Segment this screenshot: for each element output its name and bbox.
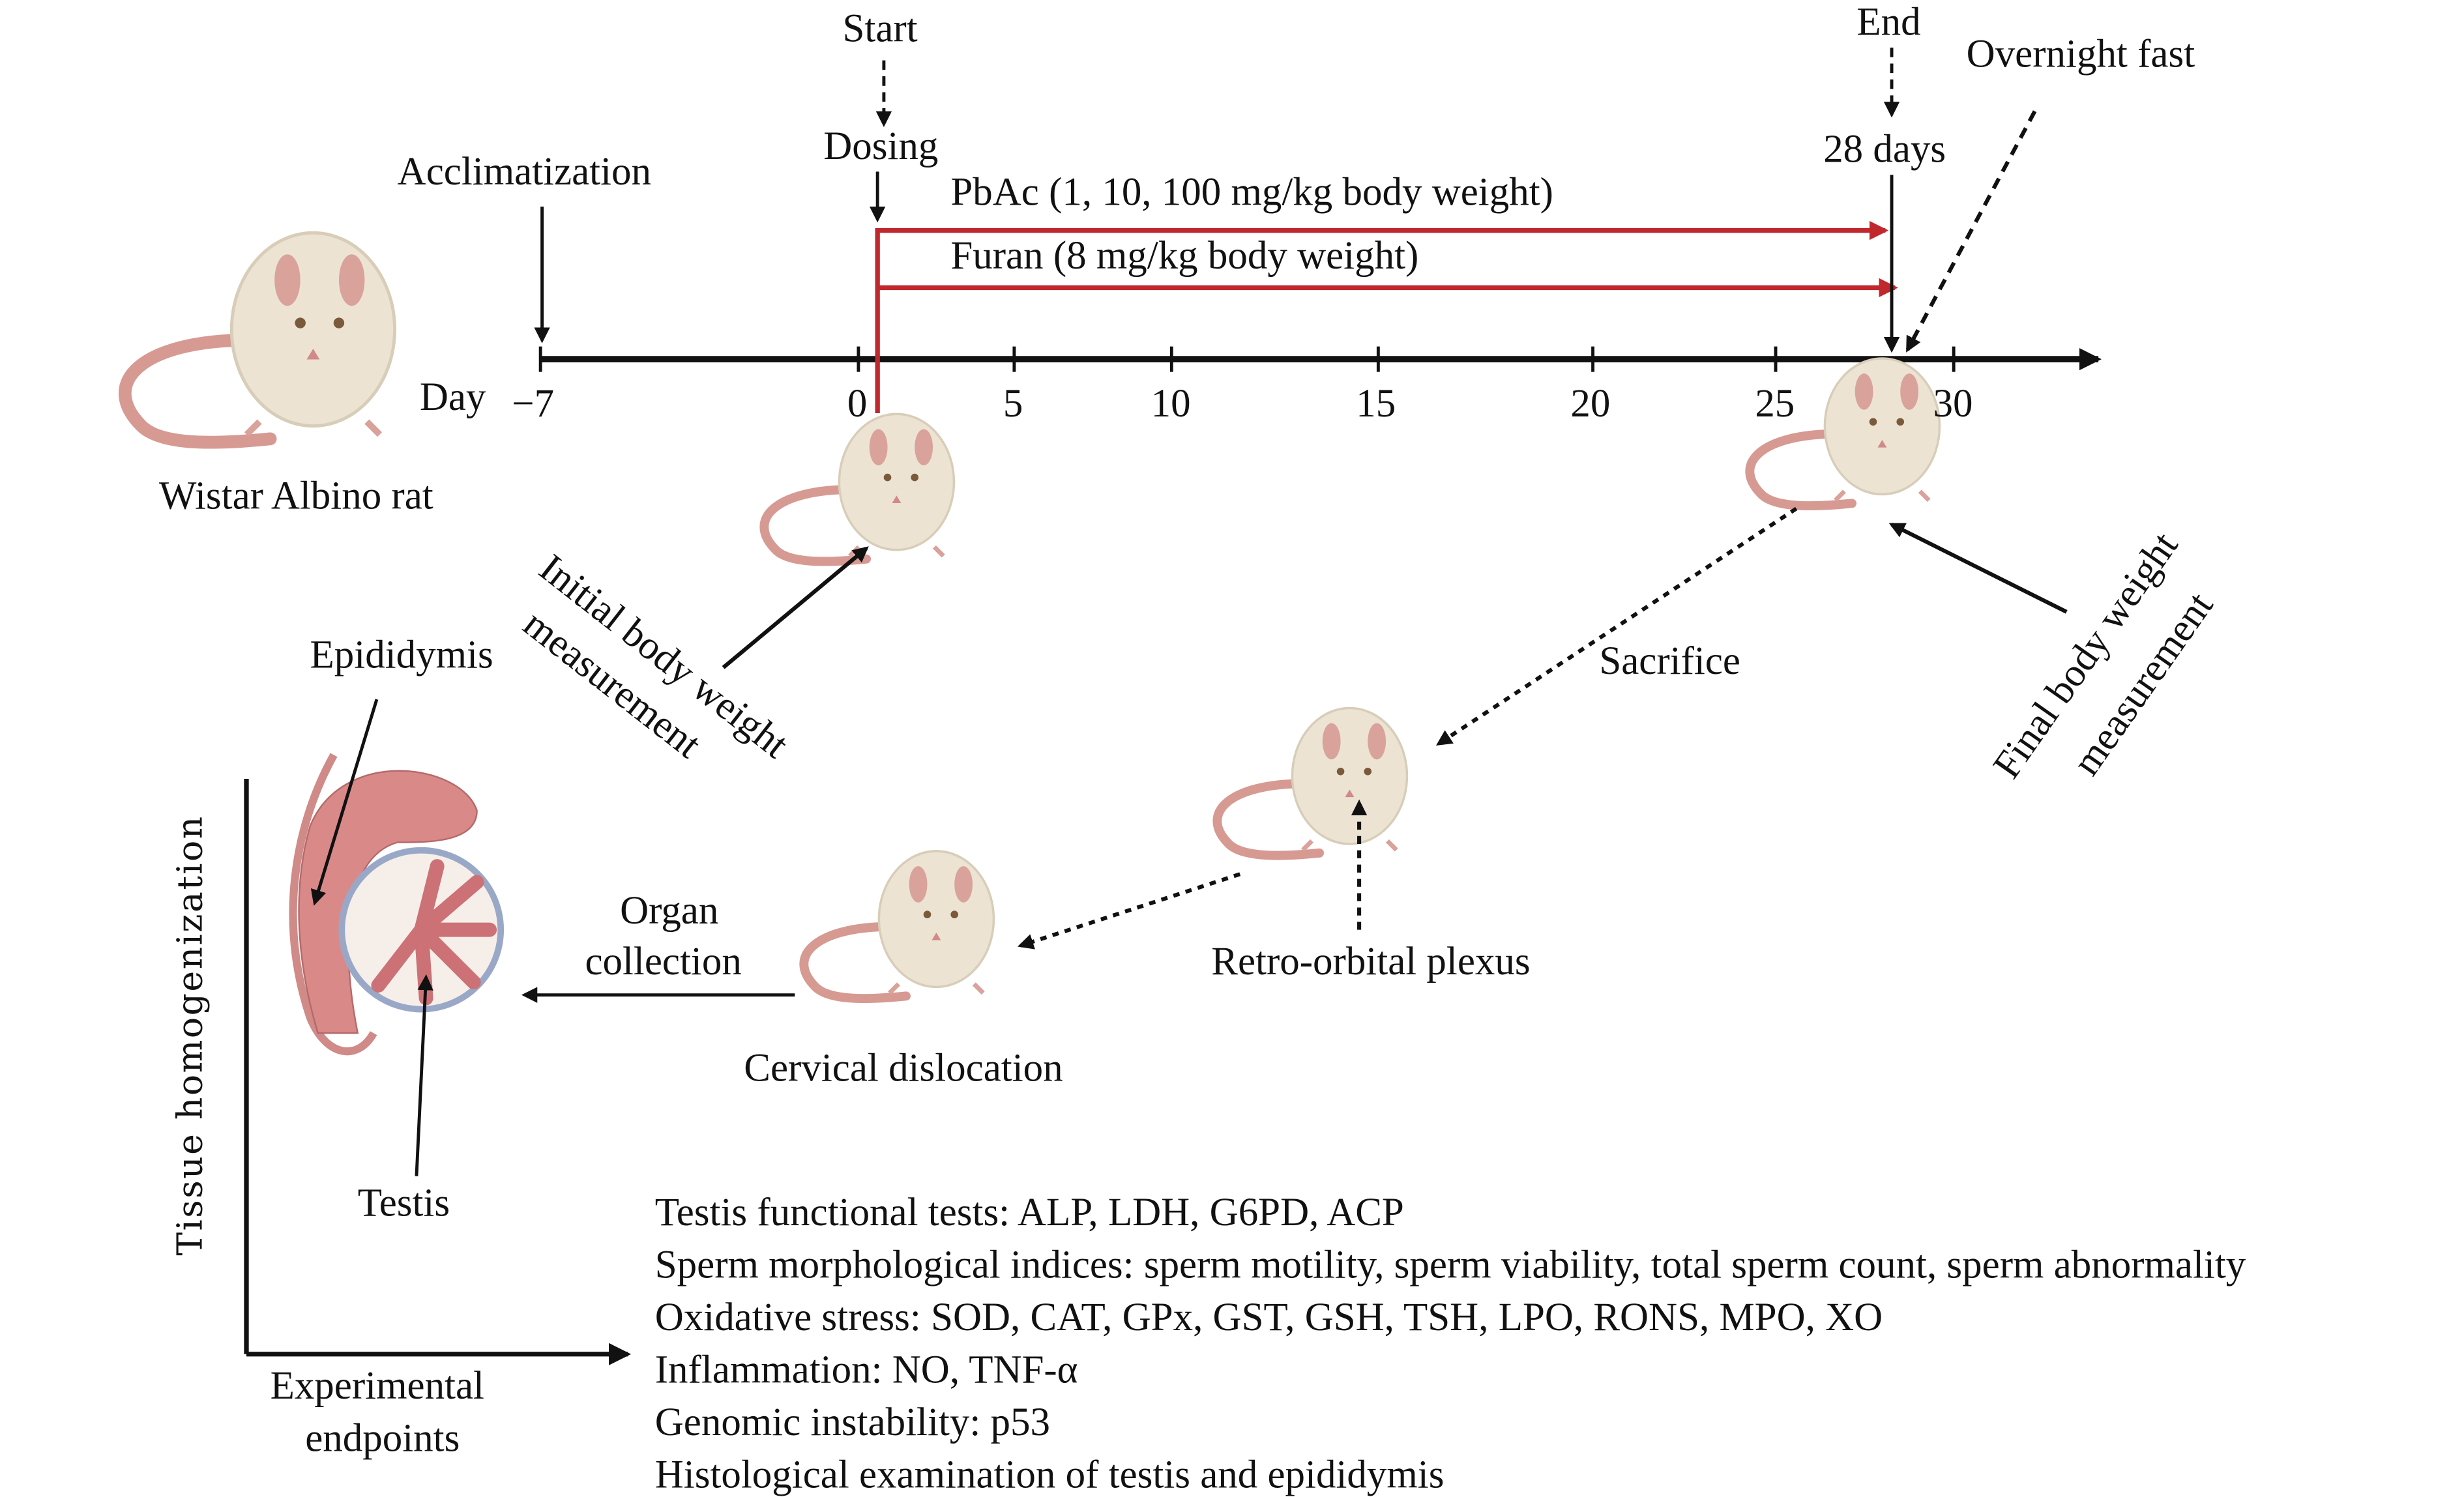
pbac-bar <box>875 220 1889 414</box>
endpoint-item: Genomic instability: p53 <box>654 1401 1050 1445</box>
cervical-rat-image <box>804 851 993 998</box>
pbac-label: PbAc (1, 10, 100 mg/kg body weight) <box>950 171 1553 215</box>
overnight-fast-arrow <box>1905 110 2037 353</box>
epididymis-arrow <box>310 699 379 906</box>
initial-rat-image <box>764 414 954 561</box>
organ-collection-label-1: Organ <box>620 890 719 933</box>
end-label: End <box>1856 1 1921 45</box>
start-label: Start <box>842 8 918 51</box>
furan-label: Furan (8 mg/kg body weight) <box>950 235 1419 278</box>
initial-weight-arrow <box>722 546 869 669</box>
final-weight-arrow <box>1888 523 2068 614</box>
tissue-homogenization-label: Tissue homogenization <box>171 815 212 1256</box>
duration-label: 28 days <box>1823 128 1946 172</box>
sacrifice-rat-image <box>1217 708 1407 855</box>
endpoint-item: Inflammation: NO, TNF-α <box>654 1349 1078 1393</box>
cervical-label: Cervical dislocation <box>744 1047 1063 1090</box>
day-label: Day <box>419 376 486 420</box>
epididymis-label: Epididymis <box>310 634 493 677</box>
final-rat-image <box>1750 358 1939 506</box>
organ-collection-label-2: collection <box>585 940 742 984</box>
tick-label: 25 <box>1755 383 1795 426</box>
sacrifice-label: Sacrifice <box>1599 640 1740 684</box>
tick-label: 15 <box>1356 383 1396 426</box>
retro-orbital-label: Retro-orbital plexus <box>1211 940 1531 984</box>
cervical-arrow <box>1018 872 1241 950</box>
sacrifice-arrow <box>1435 506 1798 746</box>
testis-image <box>289 753 505 1056</box>
testis-arrow <box>415 974 433 1176</box>
overnight-fast-label: Overnight fast <box>1966 33 2195 77</box>
experimental-label: Experimental <box>270 1365 485 1408</box>
tick-label: −7 <box>512 383 555 426</box>
tick-label: 0 <box>847 383 868 426</box>
dosing-label: Dosing <box>823 125 939 169</box>
testis-label: Testis <box>357 1182 450 1226</box>
endpoint-item: Histological examination of testis and e… <box>654 1454 1445 1497</box>
rat-label: Wistar Albino rat <box>158 475 433 519</box>
tick-label: 10 <box>1151 383 1191 426</box>
acclimatization-label: Acclimatization <box>397 151 652 194</box>
timeline-ticks <box>538 346 1956 372</box>
tick-label: 30 <box>1933 383 1973 426</box>
tick-label: 5 <box>1003 383 1023 426</box>
endpoint-item: Sperm morphological indices: sperm motil… <box>654 1244 2246 1288</box>
tick-label: 20 <box>1570 383 1611 426</box>
endpoint-item: Testis functional tests: ALP, LDH, G6PD,… <box>654 1192 1404 1235</box>
endpoint-item: Oxidative stress: SOD, CAT, GPx, GST, GS… <box>654 1296 1883 1340</box>
wistar-rat-image <box>125 233 395 442</box>
endpoints-label: endpoints <box>305 1417 460 1461</box>
